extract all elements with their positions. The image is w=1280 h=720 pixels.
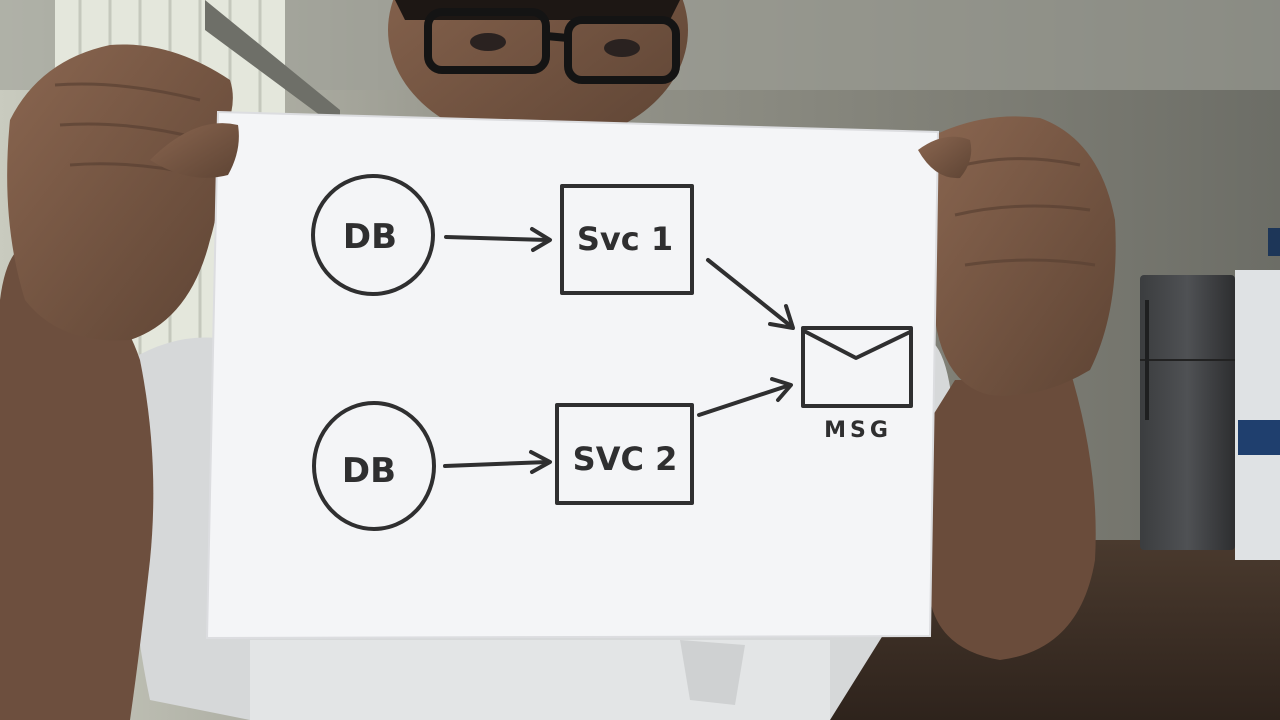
svc2-node — [555, 403, 694, 505]
edge-svc1-msg — [706, 258, 795, 330]
edge-db1-svc1 — [444, 227, 552, 252]
svc2-label: SVC 2 — [573, 440, 678, 478]
refrigerator — [1140, 275, 1235, 550]
db-label-2: DB — [342, 451, 396, 491]
msg-label: MSG — [824, 418, 892, 443]
left-hand — [7, 44, 233, 341]
msg-envelope-node — [801, 326, 913, 408]
db-node-2 — [312, 401, 436, 531]
edge-db2-svc2 — [443, 450, 552, 474]
svc1-label: Svc 1 — [577, 220, 673, 258]
left-arm — [0, 241, 154, 720]
edge-svc2-msg — [697, 377, 793, 417]
glasses — [424, 8, 680, 84]
architecture-diagram — [311, 174, 913, 531]
db-label-1: DB — [343, 217, 397, 257]
db-node-1 — [311, 174, 435, 296]
paper-sheet: DB Svc 1 DB SVC 2 MSG — [150, 110, 972, 640]
cabinet — [1235, 270, 1280, 560]
right-arm — [930, 370, 1096, 660]
right-hand — [925, 116, 1116, 396]
svc1-node — [560, 184, 694, 295]
